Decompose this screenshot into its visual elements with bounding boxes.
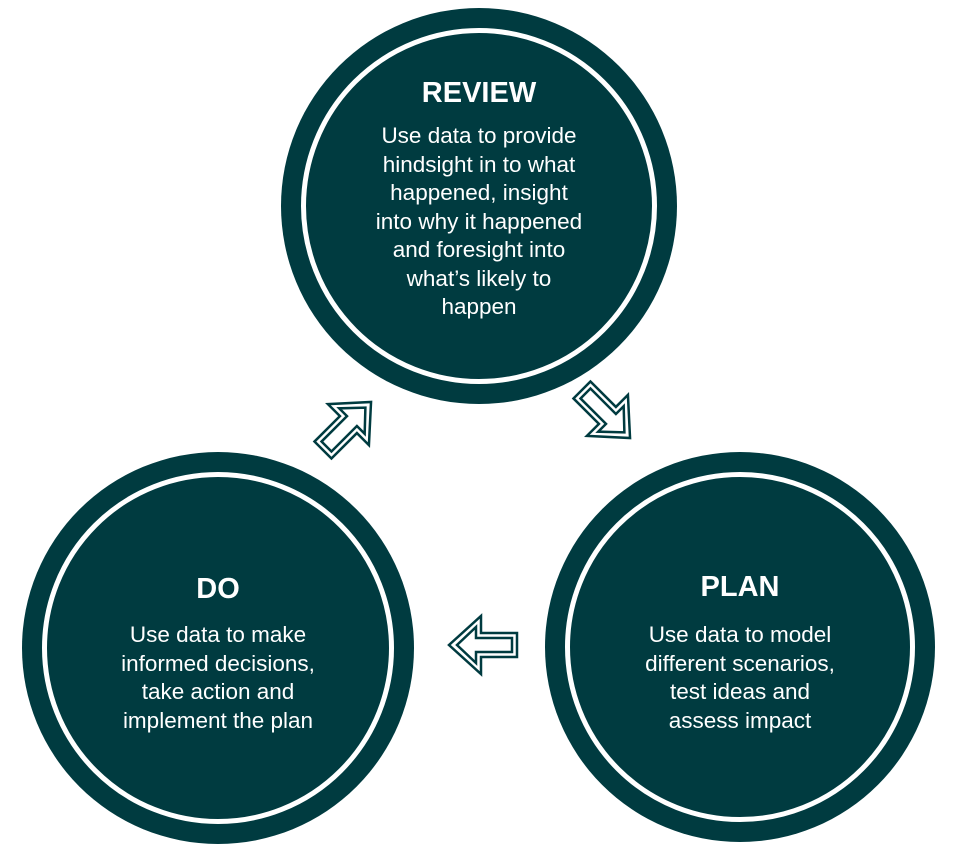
do-line: informed decisions, xyxy=(121,650,315,676)
review-line: happened, insight xyxy=(390,180,568,205)
do-line: implement the plan xyxy=(122,707,314,733)
do-line: Use data to make xyxy=(129,622,307,647)
review-line: what’s likely to xyxy=(406,265,552,291)
review-title: REVIEW xyxy=(421,77,537,109)
do-description: Use data to make informed decisions, tak… xyxy=(93,621,343,735)
review-description: Use data to provide hindsight in to what… xyxy=(359,122,599,322)
arrow-review-to-plan-icon xyxy=(571,379,632,440)
plan-line: different scenarios, xyxy=(645,650,835,676)
plan-title: PLAN xyxy=(700,571,780,603)
do-circle: DO Use data to make informed decisions, … xyxy=(22,452,414,844)
review-line: and foresight into xyxy=(392,237,566,262)
review-line: into why it happened xyxy=(375,208,583,234)
arrow-plan-to-do-icon xyxy=(447,613,519,677)
plan-line: assess impact xyxy=(668,707,812,733)
do-line: take action and xyxy=(141,679,295,704)
plan-description: Use data to model different scenarios, t… xyxy=(625,621,855,735)
arrow-do-to-review-icon xyxy=(312,400,373,461)
plan-circle: PLAN Use data to model different scenari… xyxy=(545,452,935,842)
do-title: DO xyxy=(196,573,240,605)
review-line: hindsight in to what xyxy=(382,151,576,177)
plan-line: test ideas and xyxy=(669,679,811,704)
plan-line: Use data to model xyxy=(648,622,832,647)
review-circle: REVIEW Use data to provide hindsight in … xyxy=(281,8,677,404)
review-line: Use data to provide xyxy=(381,123,577,148)
review-line: happen xyxy=(441,294,517,319)
